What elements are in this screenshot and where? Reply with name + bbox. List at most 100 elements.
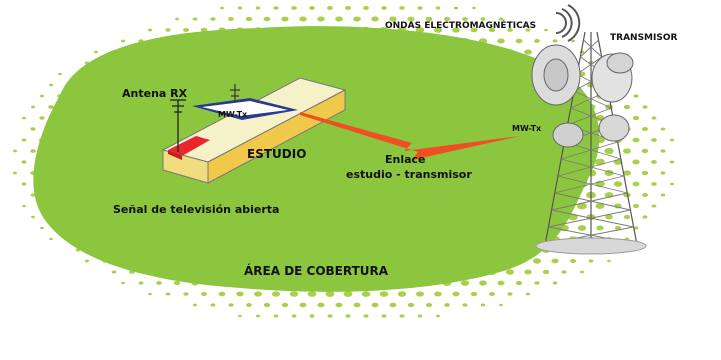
halftone-dot bbox=[641, 126, 649, 132]
halftone-dot bbox=[317, 302, 325, 308]
halftone-dot bbox=[148, 292, 152, 296]
halftone-dot bbox=[245, 16, 253, 22]
halftone-dot bbox=[607, 259, 611, 263]
halftone-dot bbox=[218, 291, 226, 297]
halftone-dot bbox=[595, 203, 605, 209]
tower-brace bbox=[548, 209, 631, 228]
halftone-dot bbox=[561, 270, 567, 274]
halftone-dot bbox=[552, 39, 558, 43]
halftone-dot bbox=[417, 314, 423, 318]
halftone-dot bbox=[399, 6, 405, 10]
halftone-dot bbox=[192, 303, 198, 307]
halftone-dot bbox=[460, 280, 470, 286]
halftone-dot bbox=[479, 280, 487, 286]
halftone-dot bbox=[236, 291, 244, 297]
coverage-area bbox=[33, 26, 600, 292]
halftone-dot bbox=[623, 170, 631, 176]
halftone-dot bbox=[524, 49, 532, 55]
halftone-dot bbox=[21, 182, 27, 186]
halftone-dot bbox=[31, 215, 35, 219]
halftone-dot bbox=[309, 314, 315, 318]
halftone-dot bbox=[345, 314, 351, 318]
halftone-dot bbox=[507, 28, 513, 32]
halftone-dot bbox=[488, 27, 496, 33]
halftone-dot bbox=[434, 291, 442, 297]
halftone-dot bbox=[623, 148, 631, 154]
halftone-dot bbox=[175, 17, 179, 21]
transmitter-tower bbox=[531, 31, 647, 255]
tower-brace bbox=[554, 192, 631, 211]
halftone-dot bbox=[576, 202, 588, 210]
dish-icon bbox=[598, 114, 630, 142]
halftone-dot bbox=[273, 6, 279, 10]
halftone-dot bbox=[361, 291, 371, 297]
halftone-dot bbox=[498, 17, 504, 21]
halftone-dot bbox=[246, 303, 252, 307]
tower-brace bbox=[561, 158, 625, 177]
halftone-dot bbox=[425, 16, 433, 22]
halftone-dot bbox=[220, 6, 224, 10]
halftone-dot bbox=[614, 225, 622, 231]
halftone-dot bbox=[472, 6, 476, 10]
halftone-dot bbox=[641, 170, 649, 176]
halftone-dot bbox=[381, 6, 387, 10]
halftone-dot bbox=[669, 138, 675, 142]
halftone-dot bbox=[407, 16, 415, 22]
halftone-dot bbox=[22, 116, 26, 120]
halftone-dot bbox=[433, 27, 443, 33]
halftone-dot bbox=[577, 225, 587, 231]
halftone-dot bbox=[363, 314, 369, 318]
halftone-dot bbox=[379, 291, 389, 297]
halftone-dot bbox=[604, 147, 614, 155]
halftone-dot bbox=[273, 314, 279, 318]
halftone-dot bbox=[94, 50, 98, 54]
link-label-line2: estudio - transmisor bbox=[346, 168, 472, 181]
halftone-dot bbox=[489, 292, 495, 296]
halftone-dot bbox=[651, 116, 657, 120]
halftone-dot bbox=[147, 28, 153, 32]
halftone-dot bbox=[237, 6, 243, 10]
halftone-dot bbox=[30, 127, 36, 131]
halftone-dot bbox=[499, 303, 503, 307]
halftone-dot bbox=[255, 6, 261, 10]
halftone-dot bbox=[317, 16, 325, 22]
halftone-dot bbox=[670, 182, 674, 186]
halftone-dot bbox=[623, 214, 631, 220]
halftone-dot bbox=[345, 6, 351, 10]
studio-building bbox=[161, 77, 347, 184]
halftone-dot bbox=[425, 302, 433, 308]
tower-dishes bbox=[531, 44, 634, 148]
halftone-dot bbox=[470, 291, 478, 297]
halftone-dot bbox=[271, 291, 281, 297]
halftone-dot bbox=[327, 6, 333, 10]
studio-label: ESTUDIO bbox=[247, 147, 306, 161]
halftone-dot bbox=[444, 303, 450, 307]
halftone-dot bbox=[435, 314, 441, 318]
tower-brace bbox=[567, 107, 612, 126]
rx-antenna-label: Antena RX bbox=[122, 87, 188, 100]
halftone-dot bbox=[389, 302, 397, 308]
halftone-dot bbox=[497, 38, 505, 44]
halftone-dot bbox=[325, 291, 335, 297]
halftone-dot bbox=[30, 105, 36, 109]
halftone-dot bbox=[299, 302, 307, 308]
tower-brace bbox=[557, 158, 621, 177]
halftone-dot bbox=[642, 105, 648, 109]
halftone-dot bbox=[605, 214, 613, 220]
halftone-dot bbox=[534, 39, 540, 43]
halftone-dot bbox=[507, 292, 513, 296]
tower-brace bbox=[554, 175, 625, 194]
halftone-dot bbox=[660, 171, 666, 175]
halftone-dot bbox=[552, 281, 558, 285]
halftone-dot bbox=[291, 6, 297, 10]
microwave-link-bolt bbox=[300, 112, 520, 160]
tower-brace bbox=[583, 39, 603, 58]
halftone-dot bbox=[21, 160, 27, 164]
halftone-dot bbox=[642, 193, 648, 197]
halftone-dot bbox=[462, 303, 468, 307]
halftone-dot bbox=[21, 138, 27, 142]
halftone-dot bbox=[651, 204, 657, 208]
halftone-dot bbox=[165, 28, 171, 32]
tower-brace bbox=[579, 39, 599, 58]
